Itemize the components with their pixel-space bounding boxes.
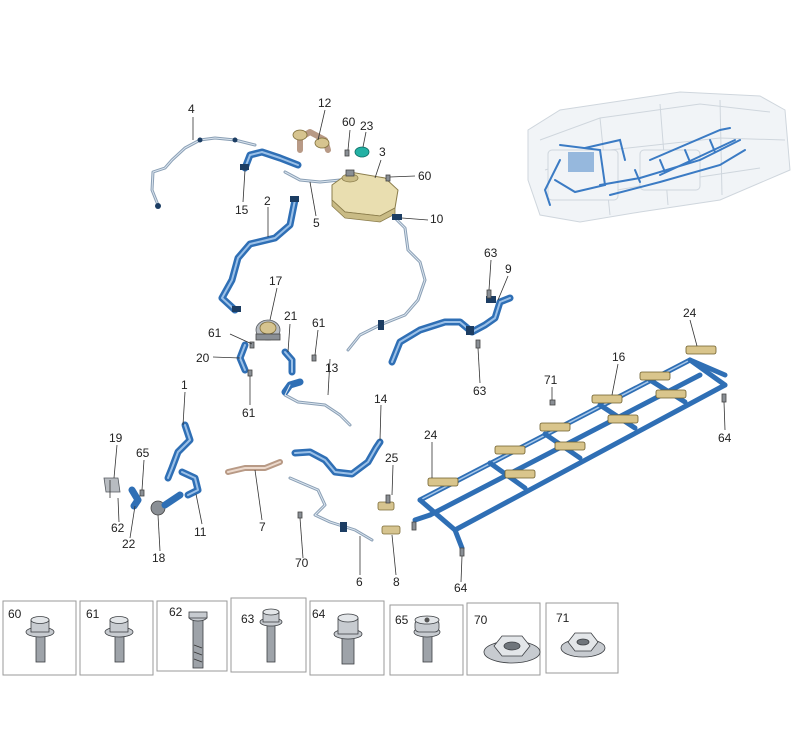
callout-60: 60 [418, 169, 432, 183]
callout-21: 21 [284, 309, 298, 323]
vehicle-context-view [527, 91, 791, 223]
part-7-hose [225, 459, 283, 475]
loose-fasteners [139, 149, 727, 557]
callout-65: 65 [136, 446, 150, 460]
callout-70: 70 [295, 556, 309, 570]
callout-64: 64 [454, 581, 468, 595]
callout-23: 23 [360, 119, 374, 133]
callout-11: 11 [194, 525, 207, 539]
callout-22: 22 [122, 537, 136, 551]
part-23-cap [354, 146, 370, 158]
callout-61: 61 [208, 326, 222, 340]
frame-clips [427, 345, 717, 487]
fastener-label-65: 65 [395, 613, 409, 627]
fastener-label-62: 62 [169, 605, 183, 619]
callout-2: 2 [264, 194, 271, 208]
callout-3: 3 [379, 145, 386, 159]
part-15-hose [240, 148, 302, 172]
callout-24: 24 [683, 306, 697, 320]
fastener-legend: 60 61 62 63 [2, 597, 619, 676]
callout-numbers: 4 12 60 23 3 60 15 2 5 10 63 9 17 21 61 … [109, 96, 732, 595]
callout-71: 71 [544, 373, 558, 387]
fastener-box-61: 61 [79, 600, 154, 676]
callout-61: 61 [242, 406, 256, 420]
part-9-hose [388, 294, 514, 366]
fastener-box-64: 64 [309, 600, 385, 676]
fastener-box-63: 63 [230, 597, 307, 673]
fastener-label-63: 63 [241, 612, 255, 626]
part-5-hose [283, 170, 342, 184]
fastener-box-70: 70 [466, 602, 541, 676]
fastener-label-60: 60 [8, 607, 22, 621]
callout-24: 24 [424, 428, 438, 442]
callout-1: 1 [181, 378, 188, 392]
part-25-fitting [377, 494, 395, 511]
callout-10: 10 [430, 212, 444, 226]
callout-4: 4 [188, 102, 195, 116]
fastener-label-61: 61 [86, 607, 100, 621]
callout-19: 19 [109, 431, 123, 445]
callout-9: 9 [505, 262, 512, 276]
part-8-fitting [381, 525, 401, 535]
callout-61: 61 [312, 316, 326, 330]
callout-8: 8 [393, 575, 400, 589]
callout-15: 15 [235, 203, 249, 217]
part-22-hose [128, 486, 142, 510]
part-14-hose [291, 438, 384, 478]
fastener-label-64: 64 [312, 607, 326, 621]
callout-17: 17 [269, 274, 283, 288]
part-1-hose [164, 421, 194, 482]
callout-63: 63 [484, 246, 498, 260]
fastener-box-62: 62 [156, 600, 228, 672]
leader-lines [113, 109, 726, 583]
fastener-box-65: 65 [389, 604, 464, 676]
part-10-hose [346, 214, 427, 352]
fastener-box-60: 60 [2, 600, 77, 676]
callout-60: 60 [342, 115, 356, 129]
callout-7: 7 [259, 520, 266, 534]
part-4-coolant-line [150, 136, 257, 209]
callout-64: 64 [718, 431, 732, 445]
part-21-hose [281, 348, 296, 376]
callout-63: 63 [473, 384, 487, 398]
callout-25: 25 [385, 451, 399, 465]
callout-62: 62 [111, 521, 125, 535]
callout-16: 16 [612, 350, 626, 364]
part-17-pump [255, 319, 281, 341]
part-2-hose [218, 196, 299, 314]
part-13-hose [281, 378, 352, 427]
fastener-label-71: 71 [556, 611, 570, 625]
part-6-hose [288, 476, 374, 542]
part-19-bracket [103, 477, 121, 498]
fastener-label-70: 70 [474, 613, 488, 627]
part-16-frame [412, 345, 728, 551]
part-20-hose [236, 341, 249, 374]
callout-18: 18 [152, 551, 166, 565]
part-12-fitting [292, 129, 331, 153]
callout-5: 5 [313, 216, 320, 230]
callout-14: 14 [374, 392, 388, 406]
part-11-hose [178, 468, 202, 499]
fastener-box-71: 71 [545, 602, 619, 674]
callout-12: 12 [318, 96, 332, 110]
callout-20: 20 [196, 351, 210, 365]
part-18-valve [150, 491, 184, 516]
callout-6: 6 [356, 575, 363, 589]
callout-13: 13 [325, 361, 339, 375]
